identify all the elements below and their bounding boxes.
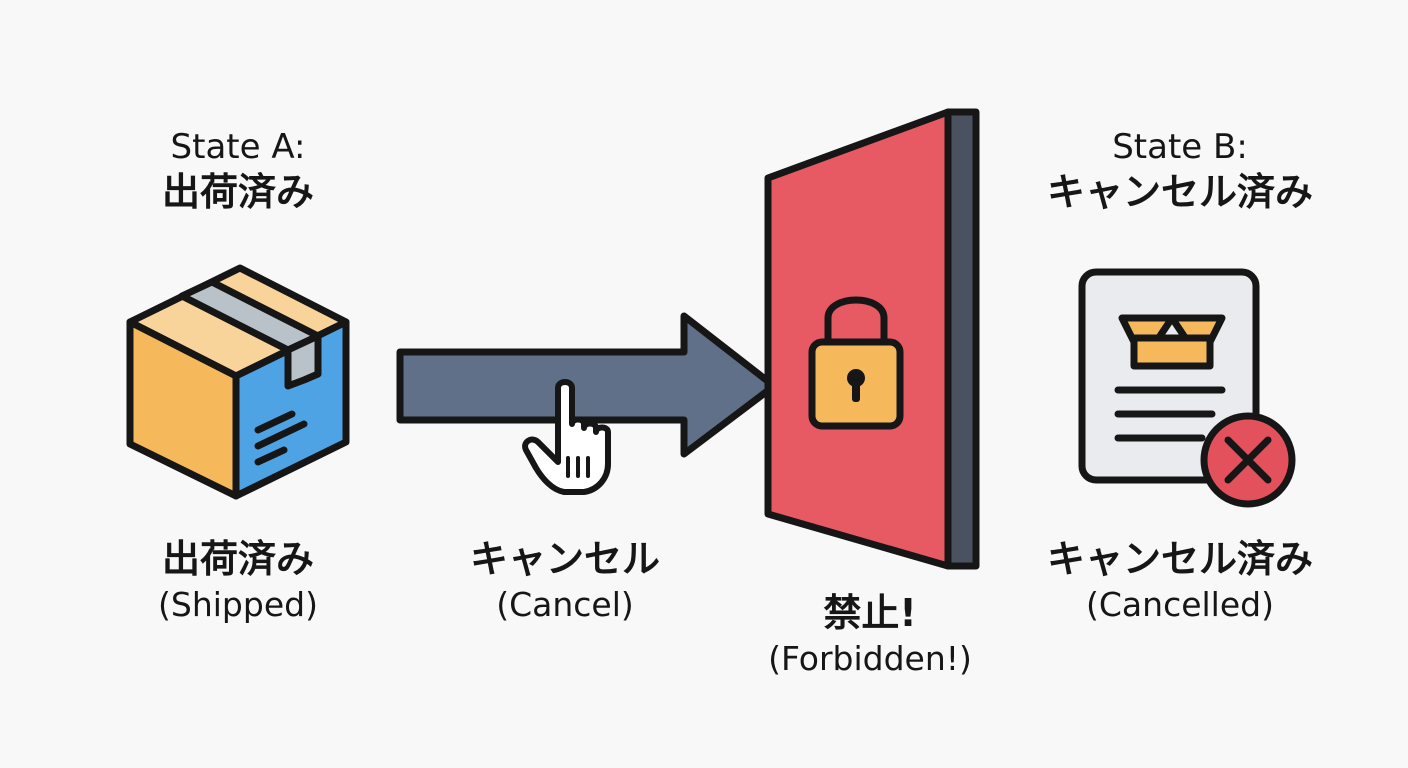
state-b-caption: キャンセル済み (Cancelled)	[1020, 536, 1340, 625]
padlock-keyhole	[847, 369, 865, 387]
document-box-body	[1130, 334, 1214, 370]
barrier-caption-jp: 禁止!	[823, 591, 917, 635]
padlock-shackle	[824, 296, 888, 348]
state-a-caption: 出荷済み (Shipped)	[118, 536, 358, 625]
box-tape-side	[284, 332, 322, 390]
padlock-icon	[808, 296, 904, 430]
state-b-heading: State B: キャンセル済み	[1020, 126, 1340, 216]
state-b-caption-jp: キャンセル済み	[1046, 537, 1313, 581]
state-b-heading-jp: キャンセル済み	[1046, 169, 1313, 214]
arrow-icon	[396, 312, 778, 458]
barrier-caption-en: (Forbidden!)	[768, 638, 972, 678]
action-caption-en: (Cancel)	[496, 584, 634, 624]
arrow-shape	[396, 312, 778, 458]
state-b-heading-label: State B:	[1112, 127, 1248, 167]
cancelled-document-icon	[1078, 268, 1296, 508]
cancel-x-icon	[1200, 412, 1296, 508]
state-a-heading: State A: 出荷済み	[138, 126, 338, 216]
action-caption: キャンセル (Cancel)	[440, 536, 690, 625]
state-a-caption-jp: 出荷済み	[161, 537, 314, 581]
box-label-line-3	[254, 446, 288, 466]
padlock-keyhole-slot	[852, 380, 860, 402]
action-caption-jp: キャンセル	[469, 537, 660, 581]
state-b-caption-en: (Cancelled)	[1086, 584, 1274, 624]
cancel-x-stroke-2	[1224, 436, 1272, 484]
shipping-box-icon	[126, 264, 350, 500]
state-a-heading-label: State A:	[170, 127, 306, 167]
state-a-caption-en: (Shipped)	[158, 584, 318, 624]
box-label-line-2	[254, 420, 308, 450]
hand-pointer-icon	[522, 379, 611, 495]
wall-side	[944, 108, 980, 570]
box-label-line-1	[254, 410, 296, 434]
state-a-heading-jp: 出荷済み	[161, 169, 314, 214]
barrier-caption: 禁止! (Forbidden!)	[730, 590, 1010, 679]
